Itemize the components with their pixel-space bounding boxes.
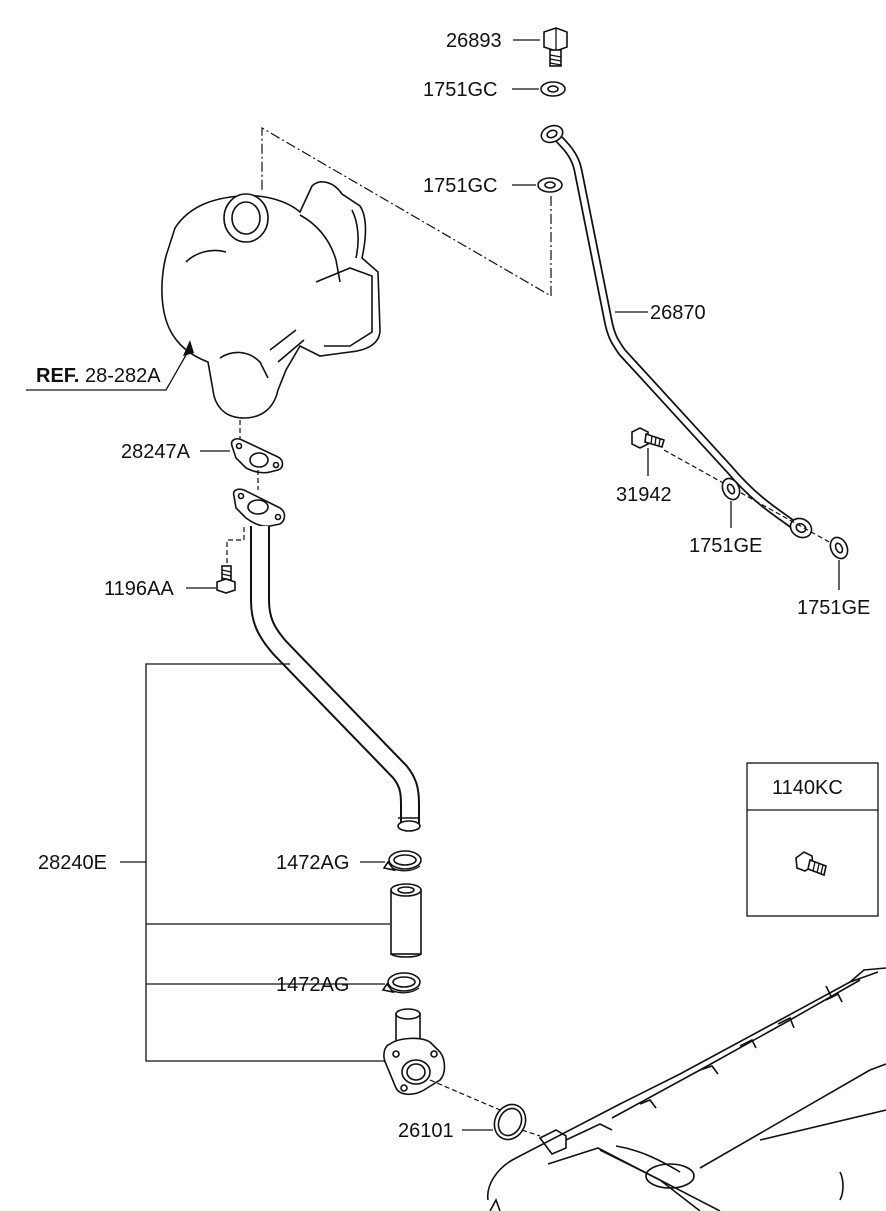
washer-1751gc-mid-icon	[537, 177, 563, 193]
inset-title-1140kc: 1140KC	[772, 777, 843, 799]
label-26870: 26870	[650, 302, 706, 324]
label-28247a: 28247A	[121, 441, 191, 463]
o-ring-26101-icon	[493, 1103, 527, 1141]
return-fitting-icon	[383, 1008, 446, 1096]
bolt-1140kc-icon	[795, 851, 827, 877]
label-26893: 26893	[446, 30, 502, 52]
return-pipe-icon	[250, 526, 421, 832]
cylinder-block-icon	[487, 967, 886, 1211]
label-1472ag-top: 1472AG	[276, 852, 349, 874]
washer-1751ge-b-icon	[829, 536, 849, 560]
label-1472ag-bot: 1472AG	[276, 974, 349, 996]
dash-link-turbo	[261, 126, 552, 298]
label-ref-num: 28-282A	[85, 365, 161, 387]
label-31942: 31942	[616, 484, 672, 506]
dash-oring-block	[521, 1129, 541, 1137]
gasket-28247a-icon	[230, 438, 284, 474]
turbocharger-icon	[161, 181, 381, 419]
bolt-31942-icon	[631, 427, 665, 449]
hose-clamp-1472ag-bot-icon	[381, 972, 421, 994]
dash-fitting-oring	[429, 1079, 501, 1111]
bolt-26893-icon	[543, 27, 568, 67]
hose-icon	[390, 883, 422, 958]
washer-1751gc-top-icon	[540, 81, 566, 97]
washer-1751ge-a-icon	[721, 477, 741, 501]
bolt-1196aa-icon	[216, 565, 236, 594]
oil-feed-pipe-26870-icon	[540, 124, 813, 539]
label-1196aa: 1196AA	[104, 578, 174, 600]
label-1751gc-mid: 1751GC	[423, 175, 498, 197]
hose-clamp-1472ag-top-icon	[382, 850, 422, 872]
label-26101: 26101	[398, 1120, 454, 1142]
return-pipe-flange-icon	[232, 488, 286, 527]
leader-ref	[26, 347, 191, 391]
dash-bolt-1196aa	[226, 527, 245, 563]
label-28240e: 28240E	[38, 852, 107, 874]
inset-box-1140kc	[746, 762, 879, 917]
label-1751gc-top: 1751GC	[423, 79, 498, 101]
label-1751ge-b: 1751GE	[797, 597, 870, 619]
label-ref-bold: REF.	[36, 365, 79, 387]
dash-turbo-gasket	[239, 420, 259, 490]
ref-arrow-icon	[183, 340, 194, 356]
dash-bolt-axis	[663, 449, 841, 549]
label-1751ge-a: 1751GE	[689, 535, 762, 557]
